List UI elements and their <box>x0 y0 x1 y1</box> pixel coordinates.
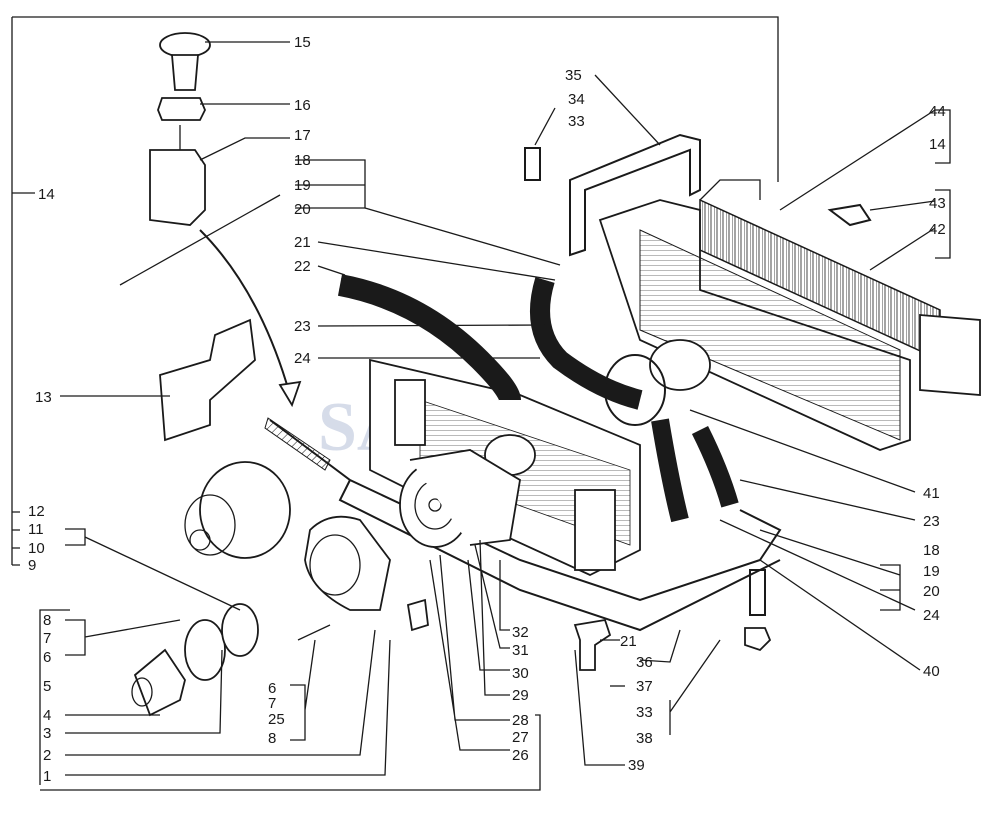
callout-36: 36 <box>636 654 653 671</box>
callout-1: 1 <box>43 768 51 785</box>
callout-3: 3 <box>43 725 51 742</box>
callout-42: 42 <box>929 221 946 238</box>
terminal-connector <box>827 203 872 227</box>
callout-8: 8 <box>43 612 51 629</box>
callout-labels: 1 2 3 4 5 6 7 8 9 10 11 12 13 14 15 16 1… <box>28 34 946 785</box>
callout-31: 31 <box>512 642 529 659</box>
fan-housing <box>304 515 391 611</box>
callout-11: 11 <box>28 521 44 538</box>
callout-37: 37 <box>636 678 653 695</box>
callout-18-top: 18 <box>294 152 311 169</box>
callout-33-bottom: 33 <box>636 704 653 721</box>
callout-19-top: 19 <box>294 177 311 194</box>
callout-24-right: 24 <box>923 607 940 624</box>
callout-30: 30 <box>512 665 529 682</box>
blower-fan <box>399 449 521 548</box>
callout-32: 32 <box>512 624 529 641</box>
callout-19-right: 19 <box>923 563 940 580</box>
callout-20-right: 20 <box>923 583 940 600</box>
callout-44: 44 <box>929 103 946 120</box>
callout-28: 28 <box>512 712 529 729</box>
callout-26: 26 <box>512 747 529 764</box>
frame-bracket-left <box>11 17 20 566</box>
base-tray <box>269 419 782 632</box>
control-knob-assembly <box>149 32 211 226</box>
clamp-ring <box>184 619 226 681</box>
hose-lower <box>651 418 689 523</box>
assembly-arrow <box>199 229 291 396</box>
frame-bracket-top <box>12 16 779 182</box>
callout-25: 25 <box>268 711 285 728</box>
callout-13: 13 <box>35 389 52 406</box>
callout-23-right: 23 <box>923 513 940 530</box>
callout-40: 40 <box>923 663 940 680</box>
hose-lower-2 <box>691 425 739 508</box>
mounting-bracket <box>569 133 701 257</box>
callout-35: 35 <box>565 67 582 84</box>
callout-14-left: 14 <box>38 186 55 203</box>
callout-9: 9 <box>28 557 36 574</box>
callout-17: 17 <box>294 127 311 144</box>
callout-6: 6 <box>43 649 51 666</box>
callout-27: 27 <box>512 729 529 746</box>
callout-29: 29 <box>512 687 529 704</box>
radiator-assembly <box>598 179 981 451</box>
callout-14-right: 14 <box>929 136 946 153</box>
callout-39: 39 <box>628 757 645 774</box>
bolt-34 <box>524 147 541 181</box>
callout-8-b: 8 <box>268 730 276 747</box>
callout-7: 7 <box>43 630 51 647</box>
callout-43: 43 <box>929 195 946 212</box>
callout-20-top: 20 <box>294 201 311 218</box>
nut-33 <box>744 627 772 652</box>
callout-6-b: 6 <box>268 680 276 697</box>
callout-38: 38 <box>636 730 653 747</box>
callout-12: 12 <box>28 503 45 520</box>
callout-34: 34 <box>568 91 585 108</box>
callout-7-b: 7 <box>268 695 276 712</box>
callout-21-top: 21 <box>294 234 311 251</box>
callout-4: 4 <box>43 707 51 724</box>
fan-motor <box>184 461 291 559</box>
callout-22: 22 <box>294 258 311 275</box>
callout-2: 2 <box>43 747 51 764</box>
filter-cylinder <box>131 648 186 717</box>
drain-valve <box>573 618 612 671</box>
callout-5: 5 <box>43 678 51 695</box>
callout-41: 41 <box>923 485 940 502</box>
callout-24-left: 24 <box>294 350 311 367</box>
screw-8 <box>297 624 331 641</box>
callout-16: 16 <box>294 97 311 114</box>
small-bracket <box>406 598 429 632</box>
callout-10: 10 <box>28 540 45 557</box>
heater-core-assembly <box>369 358 641 576</box>
callout-23-left: 23 <box>294 318 311 335</box>
hose-clamp <box>221 603 259 657</box>
leader-lines <box>12 41 951 791</box>
bolt-38 <box>749 569 766 616</box>
hose-clamp-ring <box>604 354 666 426</box>
callout-21-bottom: 21 <box>620 633 637 650</box>
callout-33-top: 33 <box>568 113 585 130</box>
callout-18-right: 18 <box>923 542 940 559</box>
callout-15: 15 <box>294 34 311 51</box>
support-bracket <box>159 318 256 442</box>
